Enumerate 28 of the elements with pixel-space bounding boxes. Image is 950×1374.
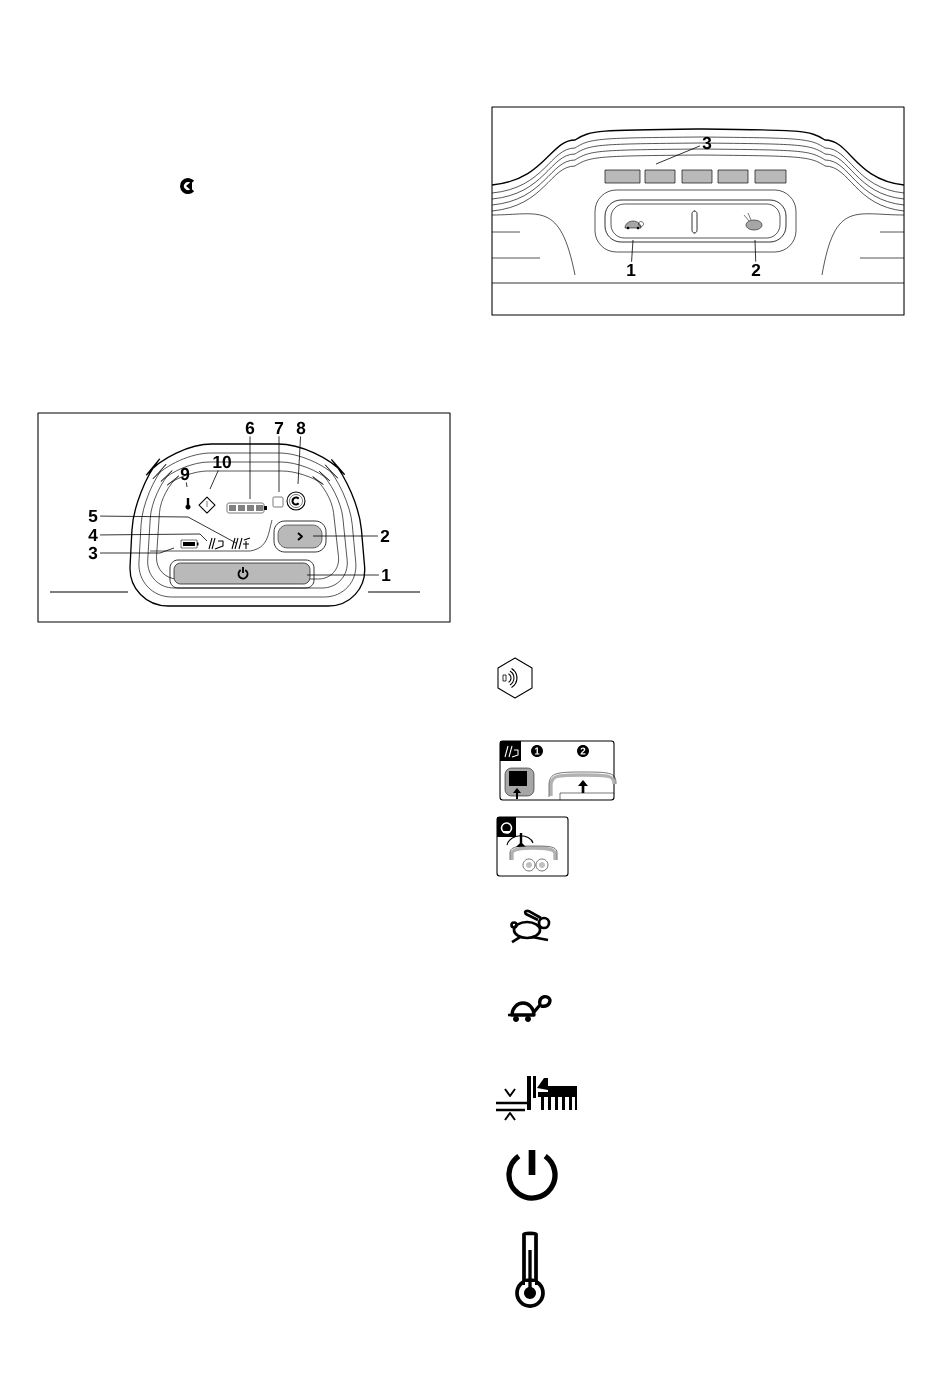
callout-number: 10 — [213, 455, 231, 469]
leader-line — [297, 436, 301, 485]
leader-line — [99, 515, 237, 544]
callout-number: 9 — [180, 467, 190, 481]
callout-number: 8 — [296, 421, 306, 435]
callout-number: 3 — [702, 136, 712, 150]
callout-number: 6 — [245, 421, 255, 435]
callout-number: 1 — [627, 264, 636, 276]
leader-line — [249, 436, 251, 500]
callout-number: 2 — [380, 529, 390, 543]
circled-number: 2 — [577, 745, 589, 757]
callout-number: 1 — [382, 569, 391, 581]
callout-number: 5 — [88, 509, 98, 523]
leader-line — [655, 145, 701, 165]
callout-number: 2 — [751, 263, 761, 277]
callout-number: 4 — [88, 529, 98, 541]
leader-line — [754, 239, 757, 263]
leader-line — [312, 535, 379, 537]
leader-line — [185, 482, 188, 488]
callout-number: 7 — [274, 422, 284, 434]
circled-number: 1 — [531, 745, 543, 757]
leader-line — [99, 547, 175, 554]
leader-line — [99, 533, 208, 542]
callout-number: 3 — [88, 546, 98, 560]
leader-line — [209, 470, 219, 490]
leader-line — [278, 435, 280, 493]
leader-line — [306, 574, 380, 576]
leader-line — [631, 239, 634, 263]
